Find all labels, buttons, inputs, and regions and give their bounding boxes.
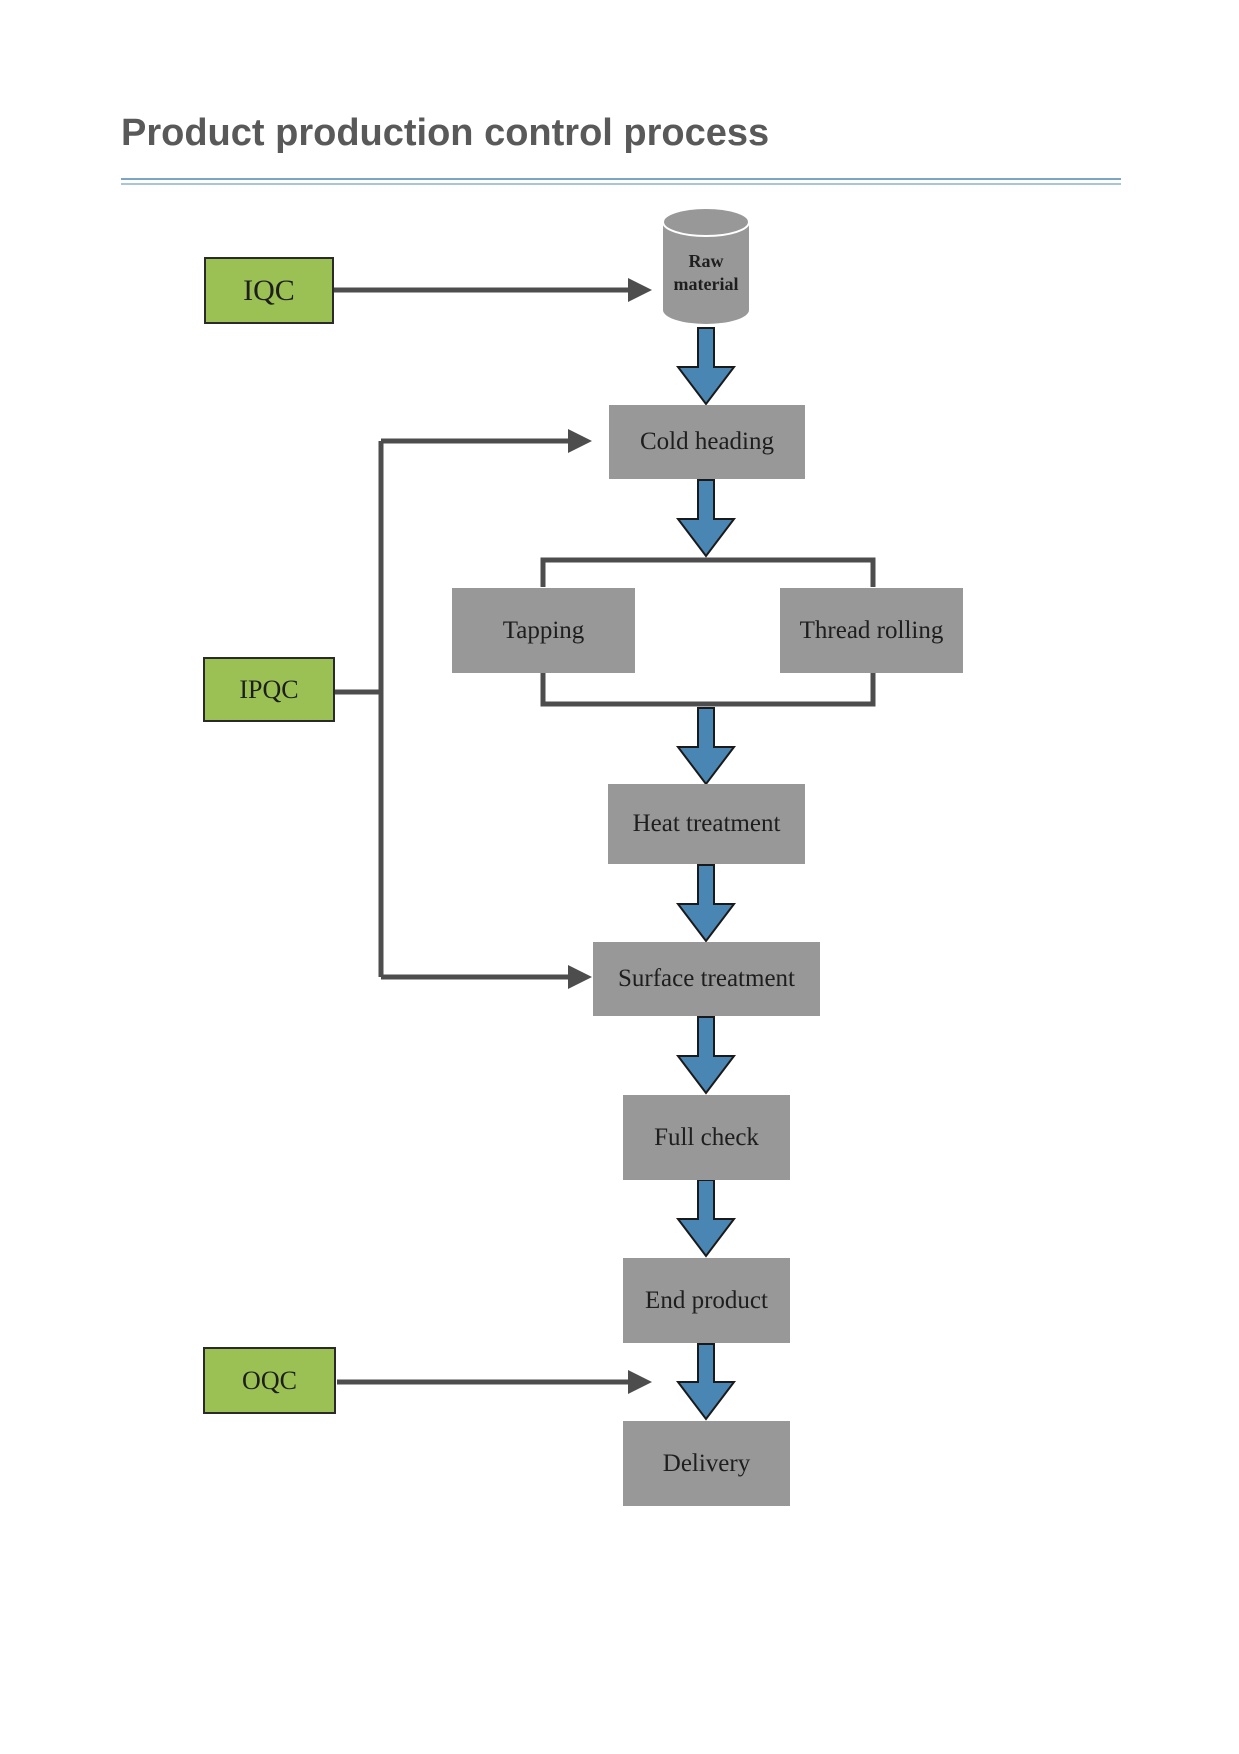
ipqc-connector-bracket xyxy=(334,429,592,989)
surface-treatment-step: Surface treatment xyxy=(593,942,820,1016)
ipqc-box: IPQC xyxy=(203,657,335,722)
raw-material-cylinder xyxy=(662,207,750,324)
flow-arrow-6 xyxy=(675,1179,737,1258)
page-title: Product production control process xyxy=(121,112,770,154)
flow-arrow-7 xyxy=(675,1343,737,1421)
oqc-box: OQC xyxy=(203,1347,336,1414)
tapping-step: Tapping xyxy=(452,588,635,673)
title-rule-bottom xyxy=(121,183,1121,185)
delivery-step: Delivery xyxy=(623,1421,790,1506)
flow-arrow-5 xyxy=(675,1016,737,1095)
heat-treatment-step: Heat treatment xyxy=(608,784,805,864)
iqc-connector-arrow xyxy=(334,278,652,302)
cold-heading-step: Cold heading xyxy=(609,405,805,479)
oqc-connector-arrow xyxy=(337,1370,652,1394)
flow-arrow-3 xyxy=(675,707,737,786)
flow-arrow-4 xyxy=(675,864,737,943)
raw-material-label: Raw material xyxy=(673,251,739,294)
iqc-box: IQC xyxy=(204,257,334,324)
flow-arrow-1 xyxy=(675,327,737,406)
title-rule-top xyxy=(121,178,1121,180)
flow-arrows xyxy=(675,327,737,1421)
full-check-step: Full check xyxy=(623,1095,790,1180)
flow-arrow-2 xyxy=(675,479,737,558)
thread-rolling-step: Thread rolling xyxy=(780,588,963,673)
end-product-step: End product xyxy=(623,1258,790,1343)
branch-frame xyxy=(540,557,876,707)
